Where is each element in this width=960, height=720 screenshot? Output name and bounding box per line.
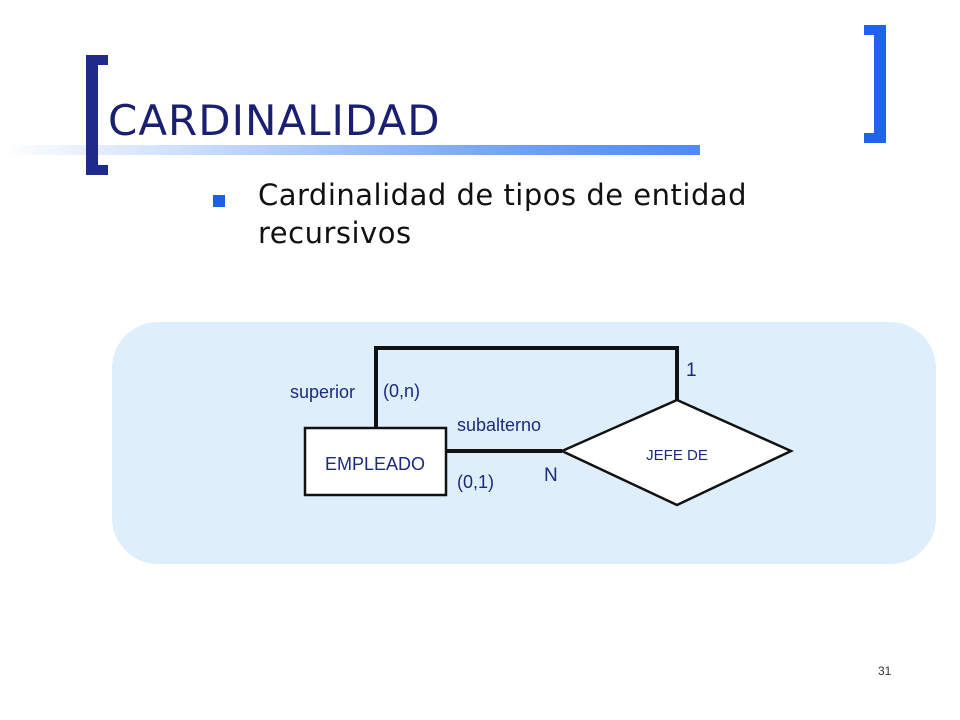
entity-label: EMPLEADO [325,454,425,474]
slide-title: CARDINALIDAD [108,96,441,145]
relationship-label: JEFE DE [646,447,708,464]
entity-box [303,426,448,497]
cardinality-superior-label: (0,n) [383,381,420,401]
bullet-text: Cardinalidad de tipos de entidad recursi… [258,178,748,250]
relationship-diamond [558,398,794,507]
title-underline-decoration [0,145,700,155]
right-bracket-decoration [864,25,886,143]
cardinality-one-label: 1 [686,360,697,381]
page-number: 31 [878,664,892,678]
left-bracket-decoration [86,55,108,175]
diagram-panel [112,322,936,564]
role-subalterno-label: subalterno [457,415,541,435]
role-superior-label: superior [290,382,355,402]
cardinality-n-label: N [544,465,558,486]
recursive-superior-line [374,346,679,427]
bullet-square-icon [213,195,225,207]
cardinality-subalterno-label: (0,1) [457,472,494,492]
